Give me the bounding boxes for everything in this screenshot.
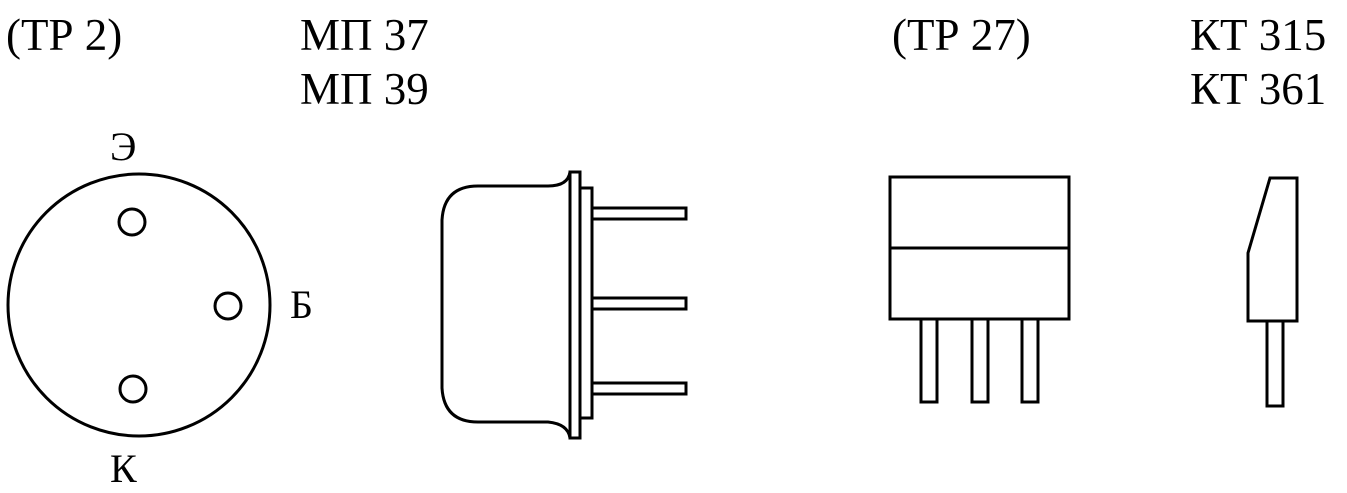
mp-lead-top — [590, 206, 688, 221]
tp27-package-label: (ТР 27) — [892, 10, 1031, 60]
base-pin-label: Б — [290, 282, 313, 327]
mp-lead-middle — [590, 296, 688, 311]
tp2-package-label: (ТР 2) — [6, 10, 122, 60]
mp-lead-bottom — [590, 381, 688, 396]
kt-body-profile — [1246, 176, 1299, 323]
kt-side-view — [1246, 176, 1299, 408]
base-pin-hole — [213, 291, 243, 321]
mp39-label: МП 39 — [300, 64, 429, 114]
tp27-side-view — [888, 175, 1071, 404]
emitter-pin-hole — [117, 207, 147, 237]
kt361-label: КТ 361 — [1190, 64, 1326, 114]
emitter-pin-label: Э — [110, 124, 136, 169]
tp27-lead-center — [970, 317, 990, 404]
mp-can-base — [578, 186, 594, 420]
tp27-lead-left — [919, 317, 939, 404]
kt-lead — [1265, 319, 1285, 408]
mp37-label: МП 37 — [300, 10, 429, 60]
kt315-label: КТ 315 — [1190, 10, 1326, 60]
tp27-lead-right — [1020, 317, 1040, 404]
mp-side-view — [440, 170, 688, 440]
tp2-bottom-view — [6, 172, 272, 438]
collector-pin-hole — [118, 374, 148, 404]
mp-can-body — [440, 171, 572, 439]
tp2-body-outline — [6, 172, 272, 438]
collector-pin-label: К — [110, 446, 137, 491]
